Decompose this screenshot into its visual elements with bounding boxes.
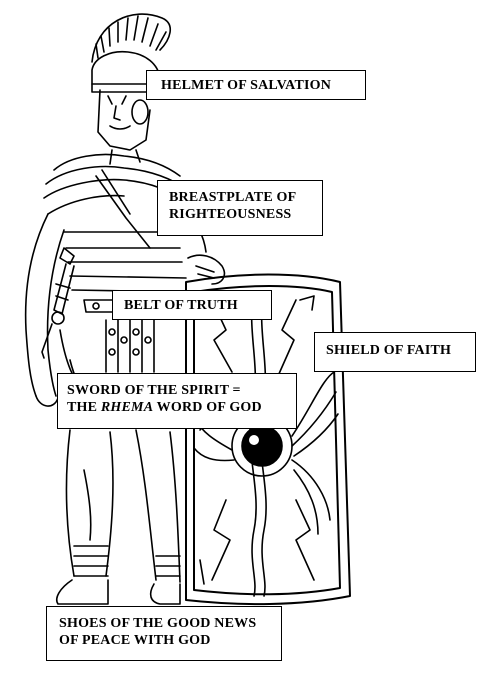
sword-label-line1: SWORD OF THE SPIRIT = [67,383,241,398]
helmet-label-text: HELMET OF SALVATION [161,78,332,93]
breastplate-label-line1: BREASTPLATE OF [169,190,297,205]
sword-label-line2: THE RHEMA WORD OF GOD [67,399,288,416]
sandals [56,545,181,605]
shield [185,273,351,606]
helmet-crest [91,13,171,63]
sword-label-rhema: RHEMA [100,400,154,415]
shield-of-faith-label: SHIELD OF FAITH [314,332,476,372]
shoes-label-line1: SHOES OF THE GOOD NEWS [59,616,257,631]
breastplate-label-line2: RIGHTEOUSNESS [169,207,292,222]
shield-label-text: SHIELD OF FAITH [326,343,452,358]
shoes-of-peace-label: SHOES OF THE GOOD NEWS OF PEACE WITH GOD [46,606,282,661]
sword [41,247,75,359]
belt-label-text: BELT OF TRUTH [124,298,238,313]
sword-label-suffix: WORD OF GOD [153,400,262,415]
apron-strips [105,319,155,373]
shoes-label-line2: OF PEACE WITH GOD [59,633,211,648]
face [107,95,149,130]
belt-of-truth-label: BELT OF TRUTH [112,290,272,320]
sword-label-prefix: THE [67,400,101,415]
left-arm [24,213,65,407]
legs [65,429,181,583]
helmet-of-salvation-label: HELMET OF SALVATION [146,70,366,100]
shield-wings [193,371,339,535]
sword-of-the-spirit-label: SWORD OF THE SPIRIT = THE RHEMA WORD OF … [57,373,297,429]
breastplate-of-righteousness-label: BREASTPLATE OF RIGHTEOUSNESS [157,180,323,236]
helmet [91,50,161,151]
